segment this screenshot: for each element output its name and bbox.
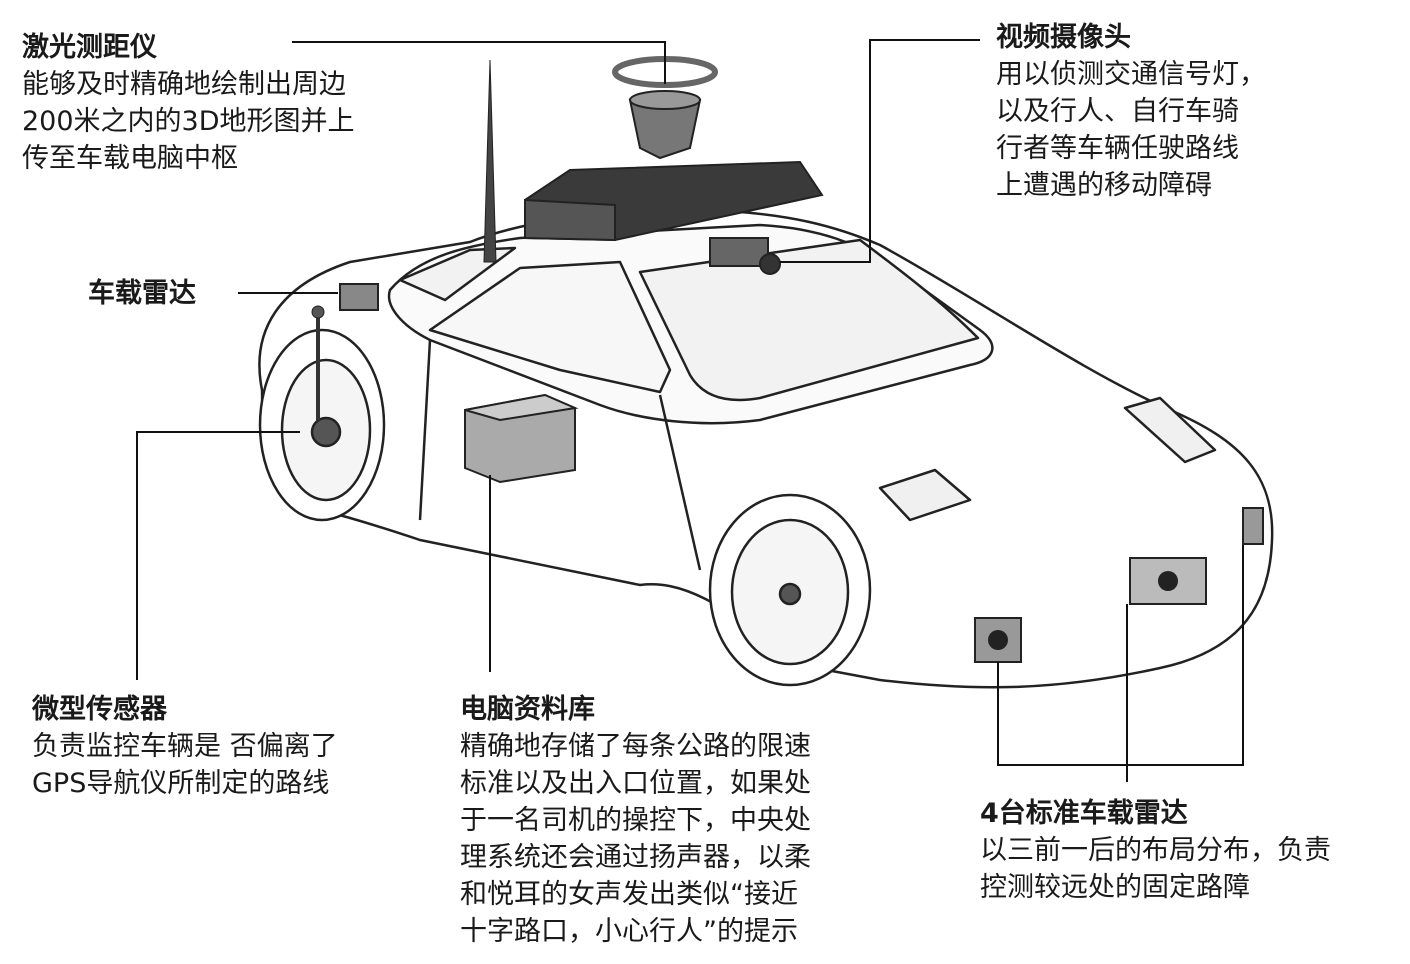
camera-callout: 视频摄像头 用以侦测交通信号灯， 以及行人、自行车骑 行者等车辆任驶路线 上遭遇… <box>996 20 1396 204</box>
rear-wheel <box>260 330 384 520</box>
database-line-6: 十字路口，小心行人”的提示 <box>460 913 880 950</box>
database-callout: 电脑资料库 精确地存储了每条公路的限速 标准以及出入口位置，如果处 于一名司机的… <box>460 692 880 950</box>
database-line-2: 标准以及出入口位置，如果处 <box>460 765 880 802</box>
camera-title: 视频摄像头 <box>996 20 1396 56</box>
radar-callout: 车载雷达 <box>88 276 248 312</box>
database-line-4: 理系统还会通过扬声器，以柔 <box>460 839 880 876</box>
radar4-line-1: 以三前一后的布局分布，负责 <box>980 832 1400 869</box>
sensor-line-1: 负责监控车辆是 否偏离了 <box>32 728 412 765</box>
car-illustration <box>259 210 1272 687</box>
database-line-1: 精确地存储了每条公路的限速 <box>460 728 880 765</box>
lidar-callout: 激光测距仪 能够及时精确地绘制出周边 200米之内的3D地形图并上 传至车载电脑… <box>22 30 422 177</box>
camera-line-1: 用以侦测交通信号灯， <box>996 56 1396 93</box>
antenna <box>484 60 496 262</box>
radar4-callout: 4台标准车载雷达 以三前一后的布局分布，负责 控测较远处的固定路障 <box>980 796 1400 906</box>
lidar-line-3: 传至车载电脑中枢 <box>22 140 422 177</box>
database-title: 电脑资料库 <box>460 692 880 728</box>
database-line-5: 和悦耳的女声发出类似“接近 <box>460 876 880 913</box>
radar4-title: 4台标准车载雷达 <box>980 796 1400 832</box>
database-line-3: 于一名司机的操控下，中央处 <box>460 802 880 839</box>
rear-radar <box>340 284 378 310</box>
lidar-line-2: 200米之内的3D地形图并上 <box>22 103 422 140</box>
camera-line-2: 以及行人、自行车骑 <box>996 93 1396 130</box>
camera-line-4: 上遭遇的移动障碍 <box>996 167 1396 204</box>
lidar-line-1: 能够及时精确地绘制出周边 <box>22 66 422 103</box>
sensor-line-2: GPS导航仪所制定的路线 <box>32 765 412 802</box>
camera-line-3: 行者等车辆任驶路线 <box>996 130 1396 167</box>
sensor-title: 微型传感器 <box>32 692 412 728</box>
radar-title: 车载雷达 <box>88 276 248 312</box>
computer-box <box>465 395 575 482</box>
front-wheel <box>710 495 870 685</box>
radar4-line-2: 控测较远处的固定路障 <box>980 869 1400 906</box>
sensor-callout: 微型传感器 负责监控车辆是 否偏离了 GPS导航仪所制定的路线 <box>32 692 412 802</box>
lidar-title: 激光测距仪 <box>22 30 422 66</box>
